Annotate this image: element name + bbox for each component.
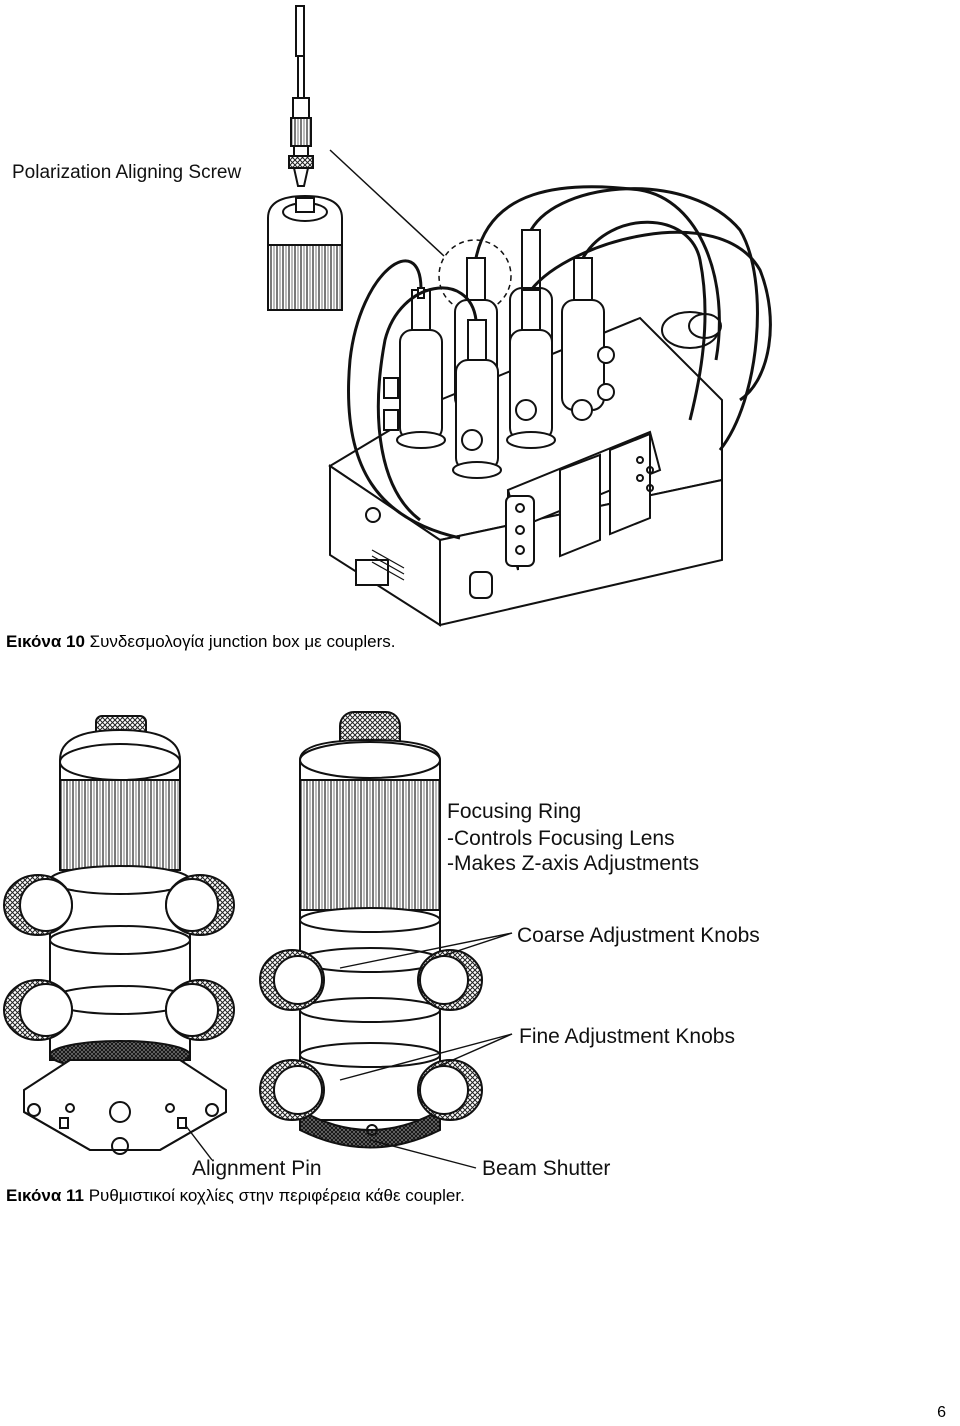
figure11-drawing [3,711,513,1169]
polarization-screw-label: Polarization Aligning Screw [12,162,241,183]
figure11-caption: Εικόνα 11 Ρυθμιστικοί κοχλίες στην περιφ… [6,1186,465,1206]
figure11-caption-text: Ρυθμιστικοί κοχλίες στην περιφέρεια κάθε… [83,1186,465,1205]
coarse-adjustment-label: Coarse Adjustment Knobs [517,924,760,947]
controls-focusing-lens-label: -Controls Focusing Lens [447,827,675,850]
aligning-screw-tool [288,5,314,187]
focusing-ring-label: Focusing Ring [447,800,581,823]
couplers-on-box [383,229,615,479]
fiber-cables [347,185,772,540]
page-number: 6 [937,1404,946,1421]
figure11-labels: Focusing Ring -Controls Focusing Lens -M… [192,800,760,1180]
figure10-drawing [267,5,772,627]
beam-shutter-label: Beam Shutter [482,1157,610,1180]
figure10-caption-text: Συνδεσμολογία junction box με couplers. [84,632,396,651]
coupler-right [259,711,483,1149]
fine-adjustment-label: Fine Adjustment Knobs [519,1025,735,1048]
makes-z-axis-label: -Makes Z-axis Adjustments [447,852,699,875]
coupler-top-detail [267,194,343,311]
figure10-caption-prefix: Εικόνα 10 [6,632,85,651]
alignment-pin-label: Alignment Pin [192,1157,322,1180]
figure11-caption-prefix: Εικόνα 11 [6,1186,84,1205]
figure10-caption: Εικόνα 10 Συνδεσμολογία junction box με … [6,632,395,652]
coupler-left [3,715,235,1155]
leader-lines [185,932,513,1169]
